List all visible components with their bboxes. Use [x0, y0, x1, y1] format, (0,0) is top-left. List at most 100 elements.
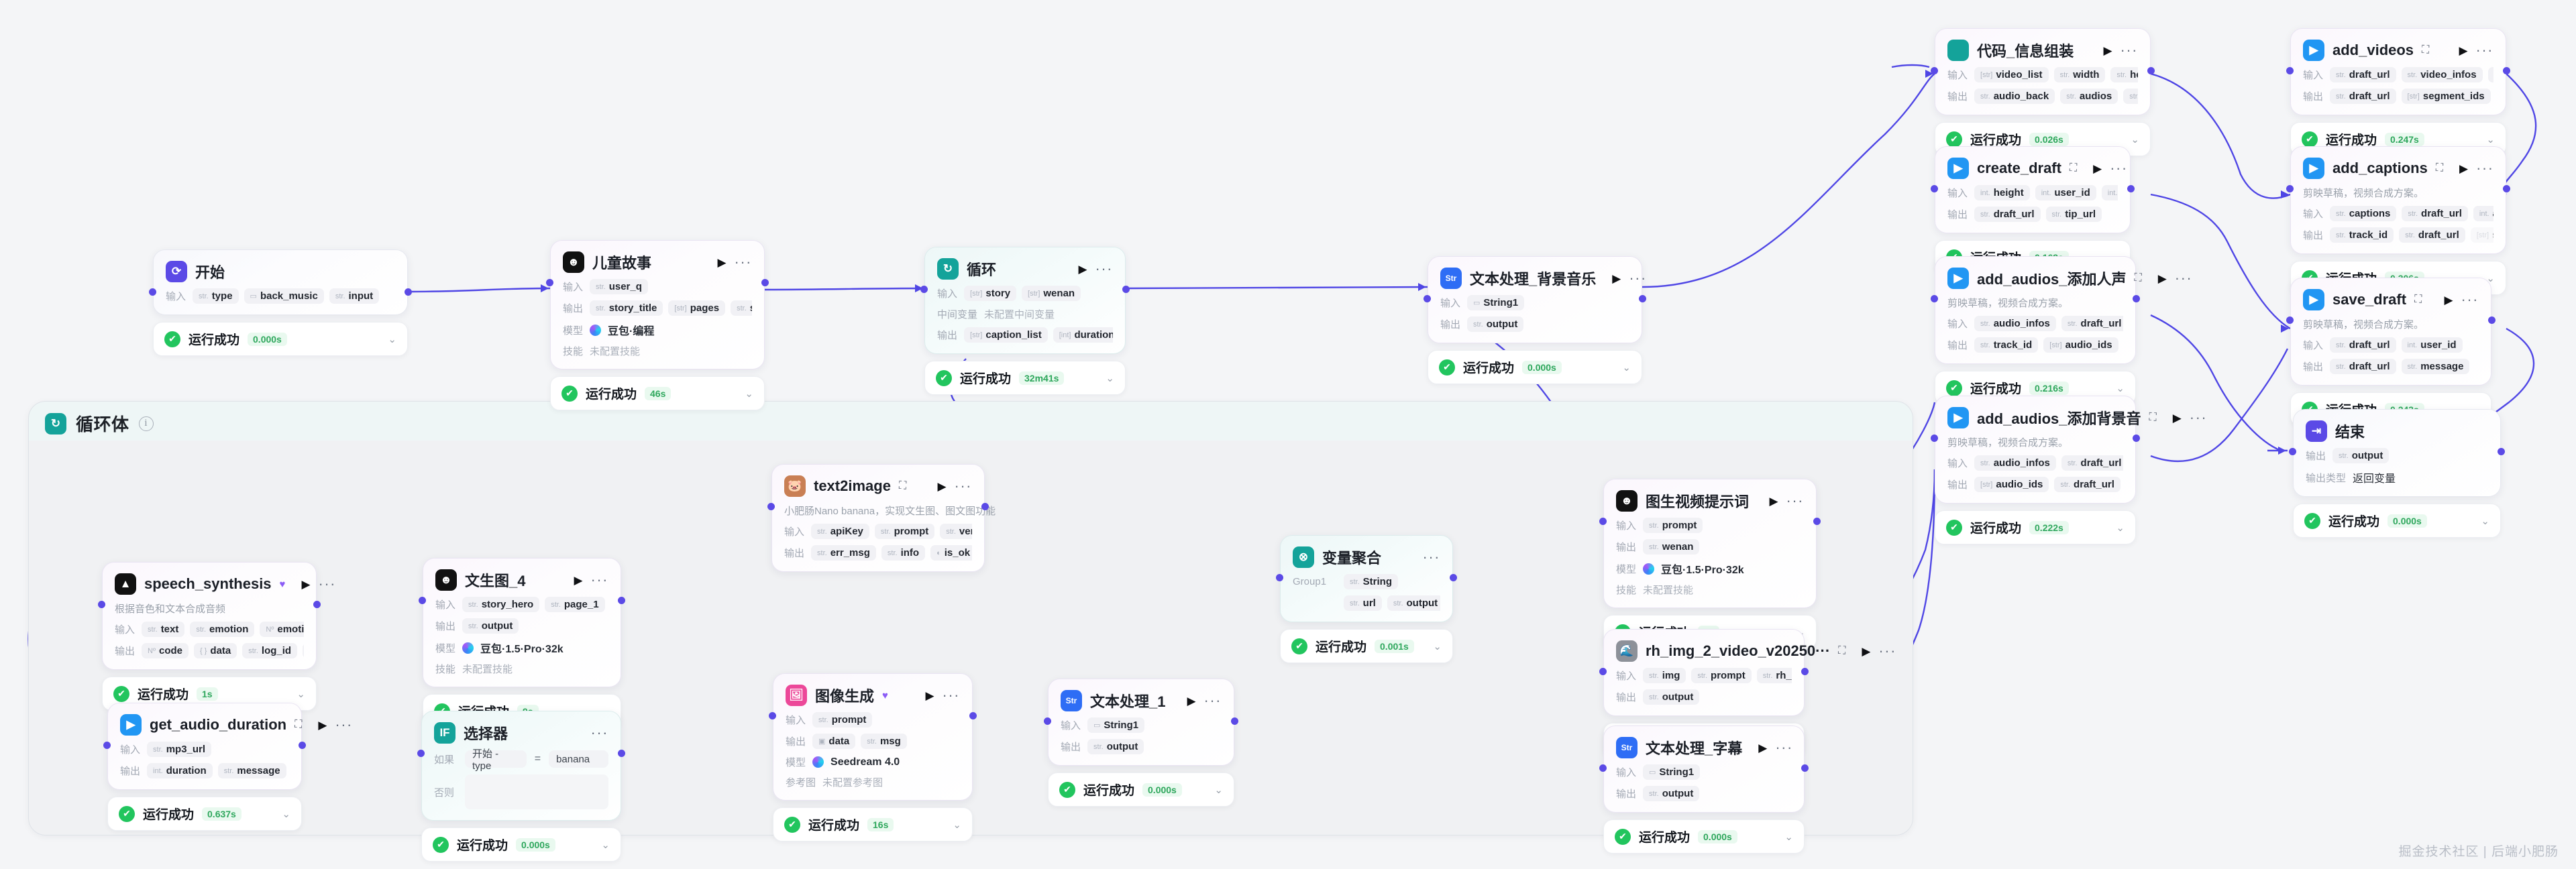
io-chip[interactable]: str.width: [2053, 67, 2106, 82]
run-node-button[interactable]: ▶: [937, 479, 947, 493]
io-chip[interactable]: Nºemotion_scale: [260, 622, 304, 637]
node-menu-button[interactable]: ···: [954, 477, 972, 495]
run-node-button[interactable]: ▶: [2459, 162, 2469, 175]
io-chip[interactable]: str.img: [1643, 668, 1686, 683]
run-node-button[interactable]: ▶: [318, 718, 327, 732]
port-output[interactable]: [2133, 434, 2140, 442]
io-chip[interactable]: str.prompt: [874, 524, 935, 539]
io-chip[interactable]: str.draft_url: [2402, 206, 2468, 221]
port-output[interactable]: [1813, 518, 1821, 525]
io-chip[interactable]: str.version: [940, 524, 972, 539]
port-output[interactable]: [313, 601, 321, 608]
port-output[interactable]: [618, 750, 625, 757]
port-input[interactable]: [1044, 717, 1051, 725]
node-menu-button[interactable]: ···: [1629, 270, 1647, 287]
port-input[interactable]: [1599, 764, 1607, 772]
io-chip[interactable]: str.track_id: [1974, 337, 2039, 353]
io-chip[interactable]: [str]video_list: [1974, 67, 2049, 82]
chevron-down-icon[interactable]: ⌄: [1433, 640, 1442, 652]
io-chip[interactable]: [str]audio_ids: [2043, 337, 2118, 353]
io-chip[interactable]: str.input: [329, 288, 380, 304]
port-input[interactable]: [2286, 316, 2294, 324]
port-input[interactable]: [417, 750, 425, 757]
io-chip[interactable]: str.err_msg: [811, 545, 876, 561]
io-chip[interactable]: str.track_id: [2330, 227, 2394, 243]
io-chip[interactable]: str.output: [1643, 786, 1700, 801]
node-menu-button[interactable]: ···: [2120, 42, 2138, 59]
io-chip[interactable]: str.draft_url: [2330, 337, 2396, 353]
port-input[interactable]: [2286, 185, 2294, 192]
io-chip[interactable]: str.output: [462, 618, 519, 634]
io-chip[interactable]: [str]pages: [668, 300, 726, 316]
io-chip[interactable]: str.prompt: [1643, 518, 1703, 533]
selector-right-operand[interactable]: banana: [549, 750, 608, 768]
port-input[interactable]: [1931, 434, 1938, 442]
port-output[interactable]: [2488, 316, 2496, 324]
chevron-down-icon[interactable]: ⌄: [2486, 133, 2495, 146]
port-output[interactable]: [1231, 717, 1238, 725]
io-chip[interactable]: str.emotion: [190, 622, 255, 637]
node-card[interactable]: 🐷text2image⛶▶···小肥肠Nano banana，实现文生图、图文图…: [771, 464, 996, 572]
io-chip[interactable]: str.prompt: [1691, 668, 1752, 683]
port-output[interactable]: [1122, 286, 1130, 293]
node-menu-button[interactable]: ···: [2174, 270, 2193, 287]
port-output[interactable]: [1639, 295, 1646, 302]
node-menu-button[interactable]: ···: [2461, 291, 2479, 308]
port-input[interactable]: [2289, 448, 2296, 455]
port-input[interactable]: [419, 597, 426, 604]
node-menu-button[interactable]: ···: [1203, 692, 1222, 709]
chevron-down-icon[interactable]: ⌄: [601, 839, 610, 851]
chevron-down-icon[interactable]: ⌄: [1784, 831, 1793, 843]
io-chip[interactable]: str.output: [2332, 448, 2390, 463]
io-chip[interactable]: [str]audio_ids: [1974, 477, 2049, 492]
run-node-button[interactable]: ▶: [2459, 44, 2468, 57]
run-node-button[interactable]: ▶: [2103, 44, 2112, 57]
run-node-button[interactable]: ▶: [1862, 644, 1871, 658]
io-chip[interactable]: str.draft_url: [2061, 316, 2123, 331]
io-chip[interactable]: [str]segment_ids: [2401, 89, 2491, 104]
io-chip[interactable]: ▭String1: [1467, 295, 1525, 310]
io-chip[interactable]: [str]caption_list: [964, 327, 1048, 343]
io-chip[interactable]: str.message: [217, 763, 286, 778]
chevron-down-icon[interactable]: ⌄: [1106, 372, 1114, 384]
io-chip[interactable]: int.user_id: [2401, 337, 2463, 353]
run-node-button[interactable]: ▶: [1187, 694, 1196, 707]
chevron-down-icon[interactable]: ⌄: [2116, 382, 2125, 394]
io-chip[interactable]: { }data: [194, 643, 237, 658]
io-chip[interactable]: ▭String1: [1087, 717, 1145, 733]
node-menu-button[interactable]: ···: [2476, 160, 2494, 177]
io-chip[interactable]: [str]story: [964, 286, 1017, 301]
port-output[interactable]: [981, 503, 989, 510]
node-menu-button[interactable]: ···: [590, 724, 608, 742]
node-menu-button[interactable]: ···: [2110, 160, 2128, 177]
node-menu-button[interactable]: ···: [734, 253, 752, 271]
io-chip[interactable]: int.duration: [147, 763, 213, 778]
port-input[interactable]: [1931, 295, 1938, 302]
io-chip[interactable]: str.page_1: [545, 597, 605, 612]
node-menu-button[interactable]: ···: [318, 575, 337, 593]
io-chip[interactable]: str.info: [881, 545, 926, 561]
io-chip[interactable]: str.rh_key: [1756, 668, 1792, 683]
